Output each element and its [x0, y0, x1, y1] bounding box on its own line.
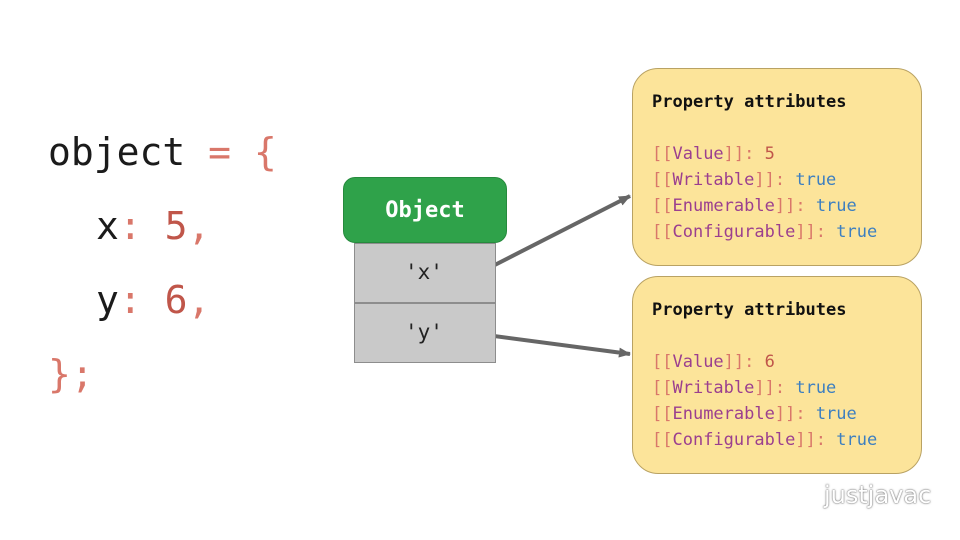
code-open-brace: {: [253, 130, 277, 174]
attr-value: [[Value]]: 5: [652, 144, 775, 164]
code-line-object: object = {: [48, 115, 277, 189]
row-key-y: 'y': [405, 320, 443, 344]
code-key-y: y: [96, 278, 119, 322]
code-line-y: y: 6,: [96, 263, 210, 337]
code-equals: =: [185, 130, 254, 174]
code-value-y: 6: [164, 278, 188, 322]
code-line-close: };: [48, 337, 94, 411]
code-block: object = { x: 5, y: 6, };: [48, 0, 277, 396]
card-title: Property attributes: [652, 300, 847, 320]
attr-writable: [[Writable]]: true: [652, 170, 837, 190]
wechat-icon: [781, 481, 815, 508]
watermark-text: justjavac: [824, 481, 932, 509]
arrow-y-to-card-2: [478, 332, 631, 358]
property-attributes-card-y: Property attributes [[Value]]: 6 [[Writa…: [632, 276, 922, 474]
code-line-x: x: 5,: [96, 189, 210, 263]
code-close-brace: };: [48, 352, 94, 396]
attr-enumerable: [[Enumerable]]: true: [652, 404, 857, 424]
code-identifier: object: [48, 130, 186, 174]
code-colon: :: [118, 204, 165, 248]
attr-value: [[Value]]: 6: [652, 352, 775, 372]
object-row-y: 'y': [354, 303, 496, 363]
object-header: Object: [343, 177, 507, 243]
object-title: Object: [385, 197, 465, 223]
code-colon: :: [118, 278, 165, 322]
attr-configurable: [[Configurable]]: true: [652, 430, 878, 450]
attr-enumerable: [[Enumerable]]: true: [652, 196, 857, 216]
property-attributes-card-x: Property attributes [[Value]]: 5 [[Writa…: [632, 68, 922, 266]
attr-configurable: [[Configurable]]: true: [652, 222, 878, 242]
code-comma: ,: [187, 278, 211, 322]
arrow-x-to-card-1: [478, 194, 631, 275]
row-key-x: 'x': [405, 260, 443, 284]
code-comma: ,: [187, 204, 211, 248]
object-row-x: 'x': [354, 243, 496, 303]
code-key-x: x: [96, 204, 119, 248]
watermark: justjavac: [780, 480, 931, 510]
code-value-x: 5: [164, 204, 188, 248]
attr-writable: [[Writable]]: true: [652, 378, 837, 398]
card-title: Property attributes: [652, 92, 847, 112]
